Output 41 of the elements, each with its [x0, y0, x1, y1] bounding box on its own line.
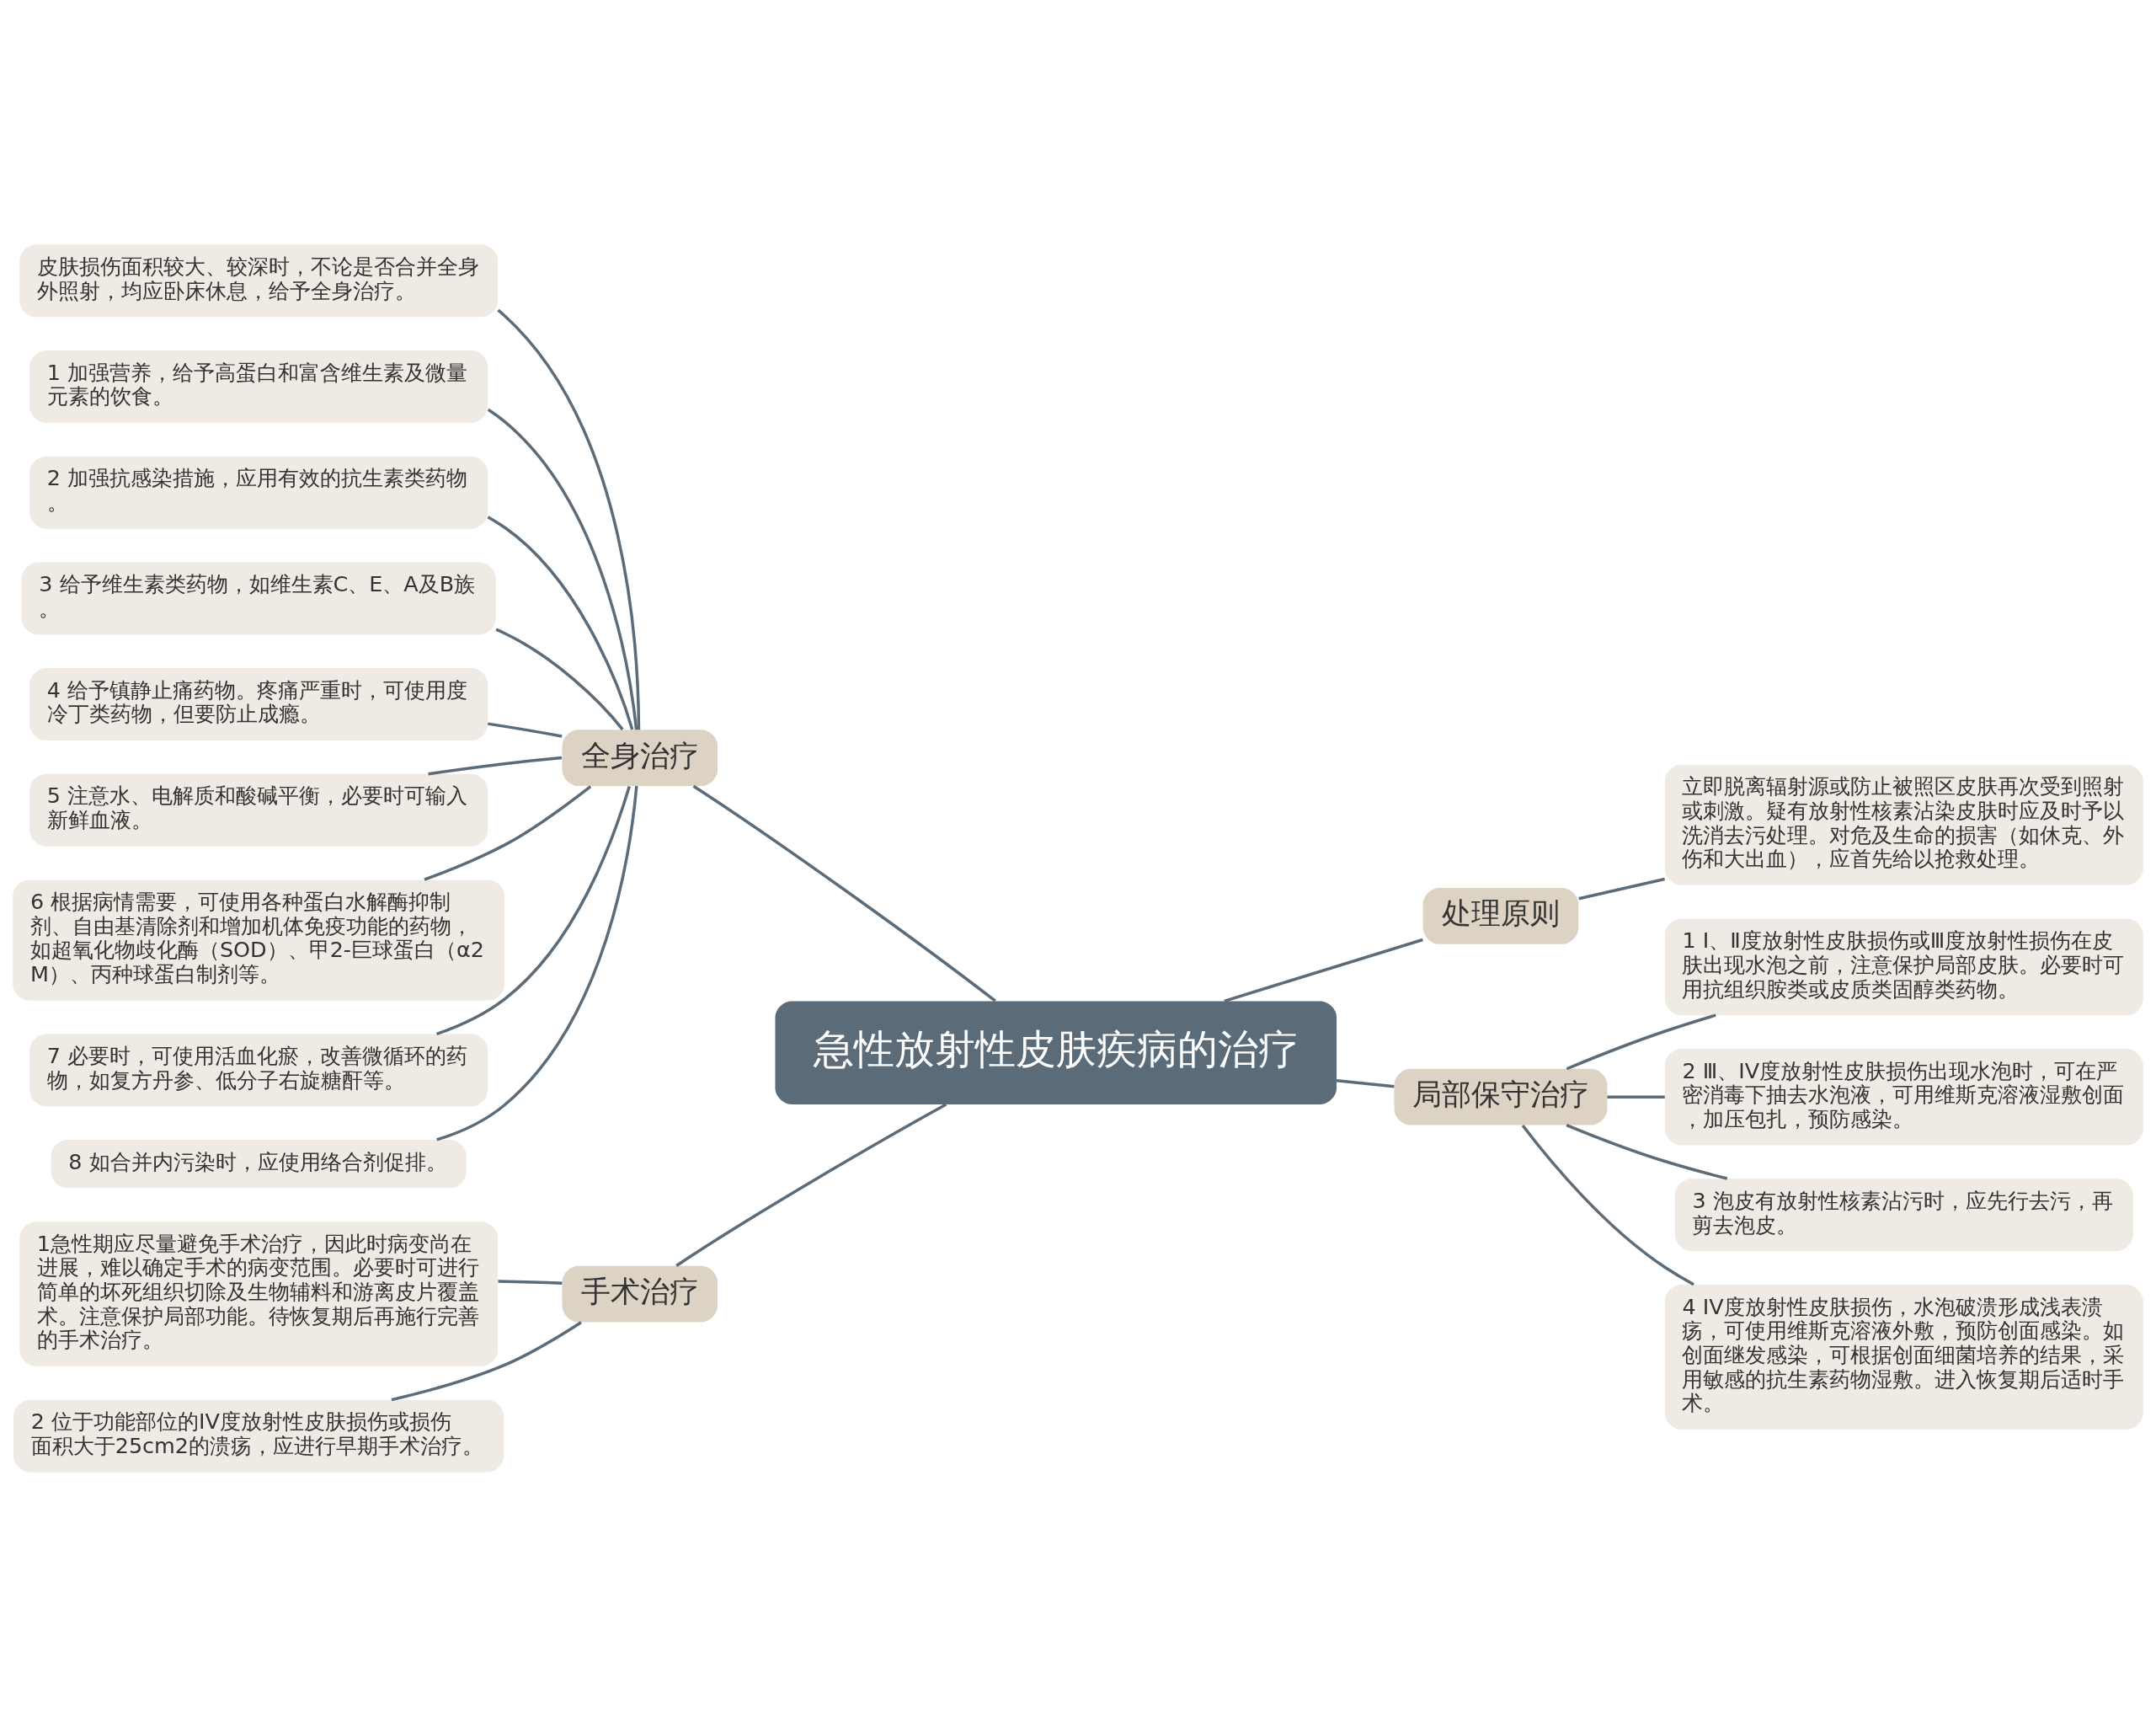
connector — [692, 784, 996, 1002]
connector — [1336, 1078, 1395, 1088]
node-box: 5 注意水、电解质和酸碱平衡，必要时可输入新鲜血液。 — [29, 773, 488, 847]
connector — [1566, 1123, 1728, 1180]
connector — [436, 785, 638, 1141]
connector — [497, 308, 641, 730]
connector — [1566, 1013, 1716, 1070]
node-box: 皮肤损伤面积较大、较深时，不论是否合并全身外照射，均应卧床休息，给予全身治疗。 — [19, 243, 499, 317]
connector — [675, 1102, 947, 1267]
node-box: 2 加强抗感染措施，应用有效的抗生素类药物。 — [29, 456, 488, 529]
node-box: 4 IV度放射性皮肤损伤，水泡破溃形成浅表溃疡，可使用维斯克溶液外敷，预防创面感染。如创面继发感染，可根据创面细菌培养的结果，采用敏感的抗生素药物湿敷。进入恢复期后适时手术。 — [1664, 1284, 2143, 1430]
connector — [495, 628, 624, 730]
node-box: 急性放射性皮肤疾病的治疗 — [775, 1000, 1337, 1104]
node-box: 立即脱离辐射源或防止被照区皮肤再次受到照射或刺激。疑有放射性核素沾染皮肤时应及时予以洗消去污处理。对危及生命的损害（如休克、外伤和大出血），应首先给以抢救处理。 — [1664, 764, 2143, 885]
connector — [1521, 1124, 1694, 1286]
node-box: 6 根据病情需要，可使用各种蛋白水解酶抑制剂、自由基清除剂和增加机体免疫功能的药物，如超氧化物歧化酶（SOD）、甲2-巨球蛋白（α2M）、丙种球蛋白制剂等。 — [13, 879, 505, 1001]
connector — [487, 515, 634, 730]
node-box: 1 Ⅰ、Ⅱ度放射性皮肤损伤或Ⅲ度放射性损伤在皮肤出现水泡之前，注意保护局部皮肤。必要时可用抗组织胺类或皮质类固醇类药物。 — [1664, 918, 2143, 1015]
node-box: 1 加强营养，给予高蛋白和富含维生素及微量元素的饮食。 — [29, 350, 488, 423]
connector — [487, 408, 638, 730]
connector — [498, 1279, 563, 1285]
connector — [435, 785, 631, 1035]
node-box: 3 泡皮有放射性核素沾污时，应先行去污，再剪去泡皮。 — [1674, 1178, 2133, 1251]
connector — [424, 784, 592, 881]
connector — [488, 721, 563, 738]
connector — [1607, 1094, 1665, 1099]
node-box: 7 必要时，可使用活血化瘀，改善微循环的药物，如复方丹参、低分子右旋糖酐等。 — [29, 1033, 488, 1106]
connector — [428, 756, 563, 775]
node-box: 手术治疗 — [562, 1265, 718, 1322]
node-box: 8 如合并内污染时，应使用络合剂促排。 — [51, 1139, 467, 1188]
connector — [391, 1320, 582, 1401]
node-box: 全身治疗 — [562, 729, 718, 786]
connector — [1224, 938, 1423, 1002]
connector — [1578, 877, 1666, 900]
node-box: 3 给予维生素类药物，如维生素C、E、A及B族。 — [21, 561, 496, 634]
node-box: 局部保守治疗 — [1394, 1068, 1608, 1125]
node-box: 1急性期应尽量避免手术治疗，因此时病变尚在进展，难以确定手术的病变范围。必要时可进行简单的坏死组织切除及生物辅料和游离皮片覆盖术。注意保护局部功能。待恢复期后再施行完善的手术治疗。 — [19, 1221, 499, 1366]
node-box: 2 Ⅲ、IV度放射性皮肤损伤出现水泡时，可在严密消毒下抽去水泡液，可用维斯克溶液湿敷创面，加压包扎，预防感染。 — [1664, 1048, 2143, 1145]
node-box: 处理原则 — [1422, 887, 1579, 944]
node-box: 4 给予镇静止痛药物。疼痛严重时，可使用度冷丁类药物，但要防止成瘾。 — [29, 667, 488, 740]
node-box: 2 位于功能部位的IV度放射性皮肤损伤或损伤面积大于25cm2的溃疡，应进行早期手术治疗。 — [13, 1399, 504, 1473]
